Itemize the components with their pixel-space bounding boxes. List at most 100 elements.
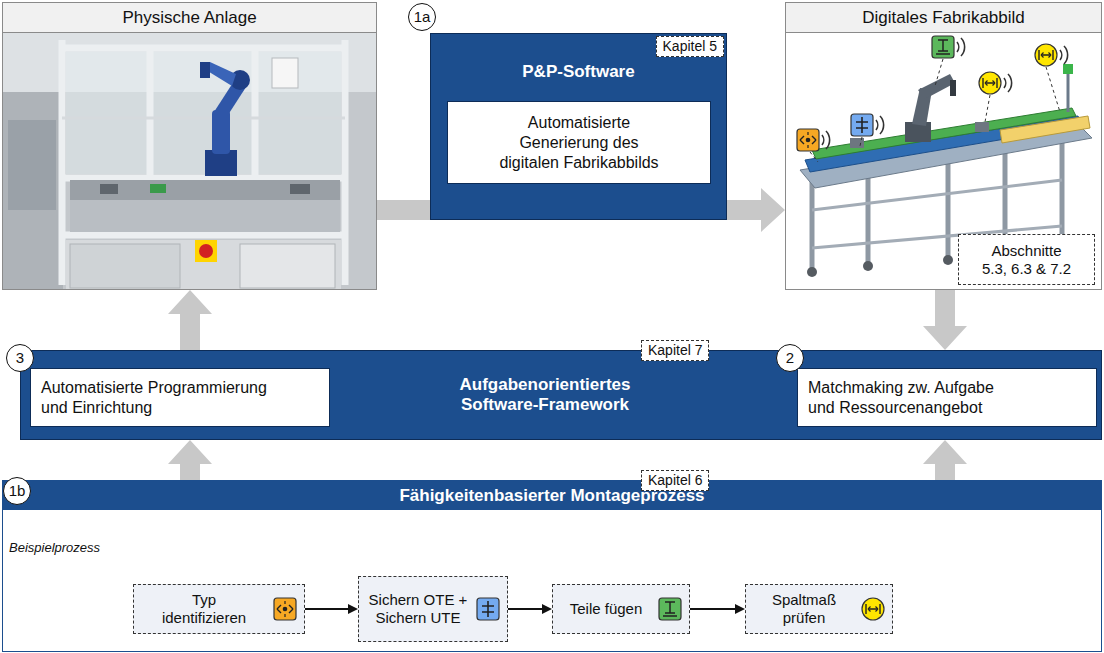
factory-model <box>943 255 953 265</box>
skill-icon <box>851 114 873 136</box>
plant-photo <box>3 92 63 289</box>
plant-photo <box>240 244 335 288</box>
software-box-label: P&P-Software <box>431 62 726 82</box>
process-step: Sichern OTE + Sichern UTE <box>358 576 508 642</box>
factory-model <box>1000 116 1090 143</box>
function-box-label: Automatisierte Generierung des digitalen… <box>491 113 667 173</box>
process-step-label: Sichern OTE + Sichern UTE <box>366 591 470 627</box>
callout-number: 2 <box>776 344 804 372</box>
function-box: Automatisierte Programmierung und Einric… <box>30 368 330 427</box>
factory-model <box>975 122 989 132</box>
flow-arrow <box>923 440 967 480</box>
robot-arm <box>206 62 236 86</box>
sensor-leader <box>860 137 862 146</box>
robot-model <box>918 74 955 99</box>
chapter-tag: Kapitel 7 <box>641 340 709 361</box>
sensor-leader <box>935 59 943 86</box>
plant-photo <box>195 240 217 262</box>
robot-model <box>950 80 956 96</box>
aluminium-frame <box>342 40 349 285</box>
factory-model <box>1067 70 1070 112</box>
function-box-label: Automatisierte Programmierung und Einric… <box>41 378 281 418</box>
digital-twin-panel: Digitales FabrikabbildAbschnitte 5.3, 6.… <box>785 2 1102 290</box>
factory-model <box>807 267 817 277</box>
callout-number-label: 1b <box>3 477 31 505</box>
table-legs <box>810 175 815 268</box>
skill-icon <box>477 598 499 620</box>
robot-model <box>905 122 931 142</box>
process-panel-label: Beispielprozess <box>9 540 100 555</box>
table-legs <box>1060 136 1065 244</box>
callout-number-label: 3 <box>6 344 34 372</box>
skill-icon <box>274 598 296 620</box>
plant-photo <box>100 184 118 194</box>
process-step-fill <box>133 576 893 642</box>
plant-photo <box>290 184 310 194</box>
process-step-label: Teile fügen <box>561 600 651 618</box>
factory-model <box>812 180 1062 210</box>
plant-panel: Physische Anlage <box>2 2 377 290</box>
section-tag: Abschnitte 5.3, 6.3 & 7.2 <box>958 234 1095 285</box>
chapter-tag-label: Kapitel 7 <box>641 340 709 361</box>
plant-photo <box>62 117 345 120</box>
chapter-tag-label: Kapitel 6 <box>641 470 709 491</box>
process-step-fill <box>745 584 893 634</box>
plant-photo <box>272 58 298 88</box>
skill-icon <box>659 598 681 620</box>
robot-arm <box>212 110 230 154</box>
process-step-fill <box>358 576 508 642</box>
function-box: Automatisierte Generierung des digitalen… <box>447 101 711 184</box>
plant-photo <box>150 184 166 193</box>
section-tag-label: Abschnitte 5.3, 6.3 & 7.2 <box>980 242 1074 278</box>
table-legs <box>866 166 871 262</box>
software-box: P&P-SoftwareAutomatisierte Generierung d… <box>430 33 727 220</box>
function-box-label: Matchmaking zw. Aufgabe und Ressourcenan… <box>808 378 1008 418</box>
framework-band-label: Aufgabenorientiertes Software-Framework <box>425 375 665 416</box>
factory-model <box>1063 64 1073 74</box>
plant-panel-label: Physische Anlage <box>3 3 376 33</box>
sensor-leader <box>985 95 990 122</box>
plant-photo <box>70 180 340 200</box>
callout-number: 1a <box>408 3 436 31</box>
process-panel-label: Fähigkeitenbasierter Montageprozess <box>3 481 1101 510</box>
plant-photo <box>70 244 180 288</box>
callout-number-label: 1a <box>408 3 436 31</box>
process-step-fill <box>133 584 305 634</box>
skill-icon <box>932 36 954 58</box>
chapter-tag-label: Kapitel 5 <box>656 36 724 57</box>
process-step: Typ identifizieren <box>133 584 305 634</box>
process-panel: Fähigkeitenbasierter MontageprozessBeisp… <box>2 480 1102 652</box>
plant-photo <box>3 32 376 289</box>
callout-number: 1b <box>3 477 31 505</box>
plant-photo <box>66 240 341 289</box>
radio-waves <box>957 38 965 56</box>
sensor-leader <box>1046 67 1060 112</box>
robot-model <box>905 74 956 142</box>
factory-model <box>850 138 864 148</box>
sequence-arrow <box>508 604 552 614</box>
skill-icon <box>979 72 1001 94</box>
process-step: Teile fügen <box>552 584 690 634</box>
process-step-label: Typ identifizieren <box>159 591 249 627</box>
framework-band: Aufgabenorientiertes Software-FrameworkK… <box>20 350 1102 440</box>
radio-waves <box>876 116 884 134</box>
radio-waves <box>822 131 830 149</box>
sequence-arrow <box>305 604 358 614</box>
sequence-arrow <box>690 604 745 614</box>
skill-icon <box>1035 44 1057 66</box>
radio-waves <box>1004 74 1012 92</box>
aluminium-frame <box>62 232 345 239</box>
plant-photo <box>8 120 56 210</box>
process-step-fill <box>552 584 690 634</box>
callout-number-label: 2 <box>776 344 804 372</box>
flow-arrow <box>168 440 212 480</box>
sensor-leader <box>810 59 1060 162</box>
robot-arm <box>200 62 250 176</box>
skill-icon <box>862 598 884 620</box>
flow-arrow <box>923 290 967 350</box>
sensor-leader <box>810 152 818 162</box>
plant-photo <box>3 32 376 289</box>
aluminium-frame <box>62 45 345 52</box>
radio-waves <box>1060 46 1068 64</box>
aluminium-frame <box>59 40 66 285</box>
